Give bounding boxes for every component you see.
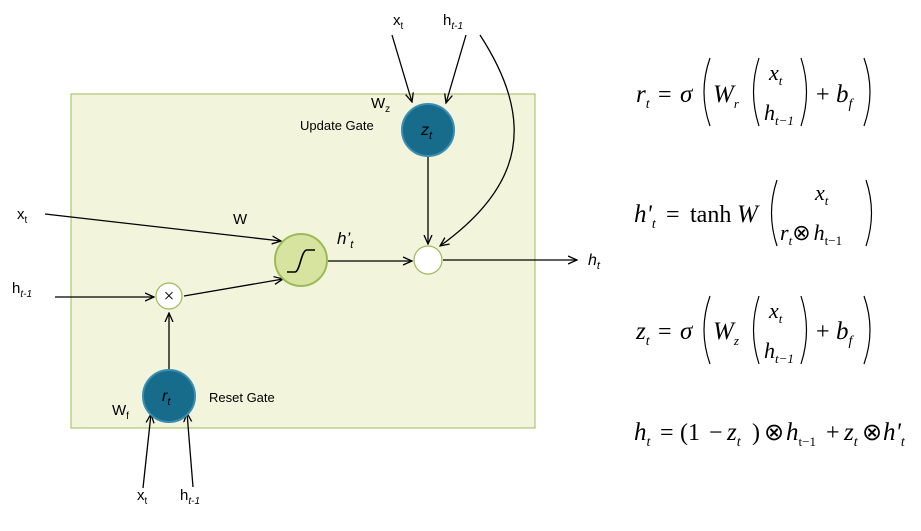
equation-reset: rt = σ Wr xt ht−1 + bf — [636, 57, 871, 128]
arrow-xt-to-update — [391, 34, 412, 102]
equation-update: zt = σ Wz xt ht−1 + bf — [635, 295, 871, 366]
svg-text:h't: h't — [634, 201, 657, 232]
multiply-symbol: × — [164, 286, 175, 307]
svg-text:⊗: ⊗ — [764, 420, 784, 446]
arrow-multiply-to-candidate — [183, 279, 283, 297]
svg-text:⊗: ⊗ — [862, 420, 882, 446]
update-gate-label: Update Gate — [300, 118, 374, 133]
svg-text:zt: zt — [843, 419, 859, 450]
candidate-label: h’t — [337, 229, 354, 251]
svg-text:): ) — [752, 420, 760, 446]
update-gate-node — [401, 103, 455, 157]
bottom-ht1-label: ht-1 — [180, 487, 200, 507]
svg-text:+: + — [826, 420, 840, 446]
svg-text:ht−1: ht−1 — [786, 419, 816, 449]
svg-text:σ: σ — [680, 318, 694, 345]
svg-text:h't: h't — [883, 419, 906, 450]
multiply-node — [155, 282, 183, 310]
svg-text:−: − — [709, 420, 723, 446]
reset-weight-label: Wf — [112, 402, 129, 422]
svg-text:ht−1: ht−1 — [764, 100, 794, 128]
reset-gate-node — [142, 369, 196, 423]
svg-text:=: = — [666, 202, 680, 228]
svg-text:rt: rt — [636, 81, 651, 112]
svg-text:xt: xt — [768, 298, 783, 326]
equation-output: ht = (1 − zt ) ⊗ ht−1 + zt ⊗ h't — [634, 419, 906, 450]
sigmoid-icon — [287, 249, 315, 273]
svg-text:bf: bf — [836, 81, 855, 112]
svg-text:(1: (1 — [680, 420, 700, 446]
top-xt-label: xt — [393, 12, 404, 32]
reset-gate-label: Reset Gate — [209, 390, 275, 405]
arrow-xt-to-reset — [142, 414, 151, 489]
output-combine-node — [413, 245, 443, 275]
svg-text:bf: bf — [836, 318, 855, 349]
svg-text:xt: xt — [814, 180, 829, 208]
svg-text:Wz: Wz — [713, 318, 739, 348]
svg-text:σ: σ — [680, 81, 694, 108]
update-gate-symbol: zt — [420, 122, 433, 142]
svg-text:+: + — [816, 82, 830, 108]
svg-text:Wr: Wr — [713, 81, 740, 111]
arrow-ht1-to-update — [446, 34, 467, 103]
arrow-xt-to-candidate — [44, 213, 281, 241]
svg-text:rt⊗ht−1: rt⊗ht−1 — [780, 220, 842, 248]
svg-text:W: W — [737, 201, 760, 228]
left-xt-label: xt — [17, 206, 28, 226]
output-ht-label: ht — [588, 252, 601, 272]
candidate-weight-label: W — [233, 211, 248, 228]
equation-candidate: h't = tanh W xt rt⊗ht−1 — [634, 179, 873, 248]
svg-text:ht: ht — [634, 419, 652, 450]
bottom-xt-label: xt — [137, 487, 148, 507]
left-ht1-label: ht-1 — [12, 280, 32, 300]
svg-text:=: = — [660, 420, 674, 446]
svg-text:tanh: tanh — [690, 202, 731, 228]
svg-text:zt: zt — [635, 318, 651, 349]
svg-text:+: + — [816, 319, 830, 345]
svg-text:ht−1: ht−1 — [764, 338, 794, 366]
update-weight-label: Wz — [371, 95, 390, 115]
svg-text:xt: xt — [768, 60, 783, 88]
top-ht1-label: ht-1 — [443, 12, 463, 32]
svg-text:=: = — [658, 82, 672, 108]
svg-text:=: = — [658, 319, 672, 345]
arrow-ht1-to-reset — [187, 413, 194, 488]
arrow-ht1-to-output-node — [440, 34, 515, 246]
reset-gate-symbol: rt — [162, 388, 171, 408]
svg-text:zt: zt — [726, 419, 742, 450]
